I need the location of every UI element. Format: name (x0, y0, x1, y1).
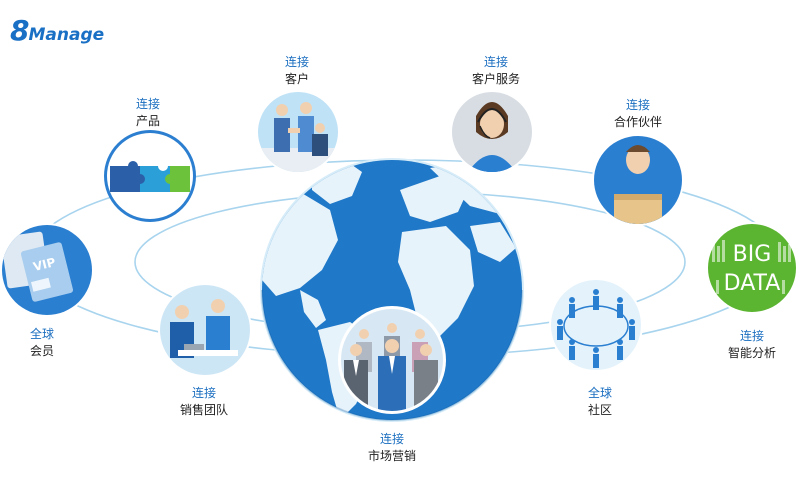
vip-text: VIP (32, 255, 57, 274)
big-data-line2: DATA (724, 271, 781, 296)
vip-card-icon: VIP (2, 231, 74, 302)
big-data-circle: BIG DATA (706, 222, 798, 314)
sales-meeting-icon (170, 299, 238, 358)
products-label: 连接 产品 (135, 97, 161, 128)
puzzle-icon (110, 161, 190, 192)
members-circle: VIP (0, 223, 94, 317)
customer-service-label: 连接 客户服务 (471, 55, 521, 86)
data-bars-icon (712, 240, 791, 294)
customer-service-circle (450, 90, 534, 174)
big-data-label: 连接 智能分析 (727, 329, 777, 360)
customers-label: 连接 客户 (284, 55, 310, 86)
partners-label: 连接 合作伙伴 (613, 98, 663, 129)
logo-number: 8 (10, 14, 30, 47)
marketing-label: 连接 市场营销 (367, 432, 417, 463)
community-label: 全球 社区 (587, 386, 613, 417)
partners-circle (592, 134, 684, 226)
members-label: 全球 会员 (29, 327, 55, 358)
logo-text: Manage (28, 25, 105, 45)
community-circle (549, 278, 643, 372)
people-circle-icon (557, 289, 635, 368)
big-data-line1: BIG (733, 242, 772, 267)
customers-circle (256, 90, 340, 174)
sales-team-label: 连接 销售团队 (179, 386, 229, 417)
logo: 8Manage (10, 14, 104, 47)
products-circle (104, 130, 196, 222)
sales-team-circle (158, 283, 252, 377)
